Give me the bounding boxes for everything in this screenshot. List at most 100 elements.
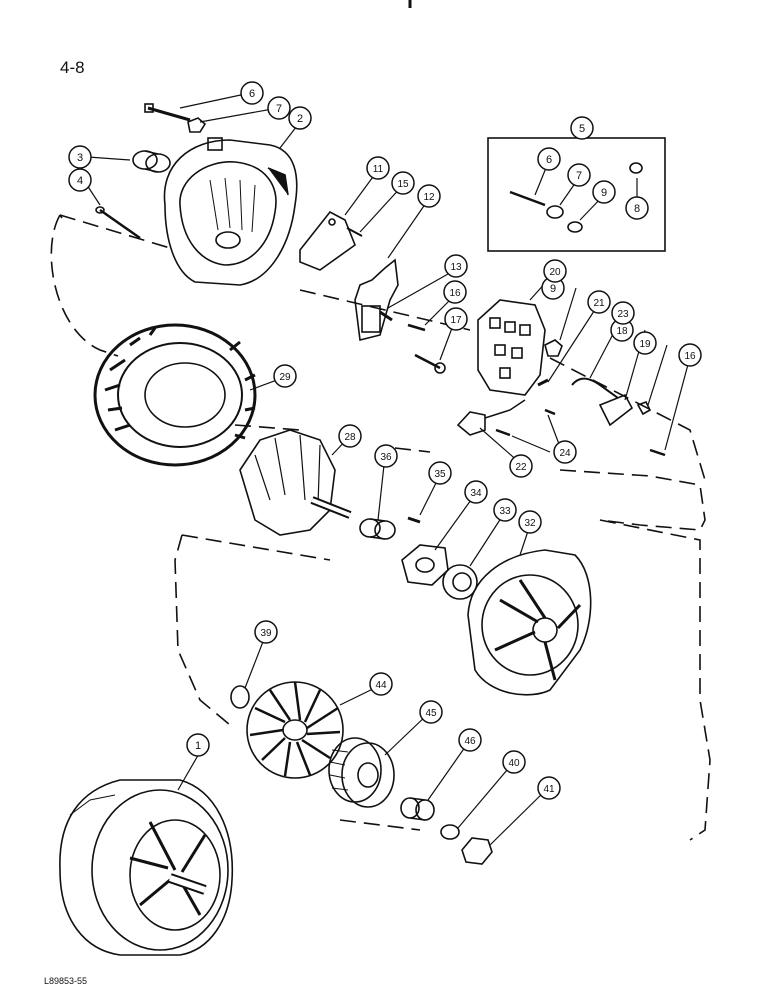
callout-label: 32 — [524, 518, 536, 529]
callout-label: 17 — [450, 315, 462, 326]
callout-label: 1 — [195, 740, 201, 752]
callout-circle — [240, 81, 264, 105]
alternator-assembly-part — [59, 779, 234, 956]
callout-label: 23 — [617, 309, 629, 320]
callout-label: 45 — [425, 708, 437, 719]
brush-holder-part — [354, 258, 399, 341]
fan-part — [246, 681, 344, 779]
callout-9: 9 — [592, 180, 616, 204]
callout-label: 39 — [260, 628, 272, 639]
callout-circle — [254, 620, 278, 644]
nut-7-top — [187, 117, 207, 133]
callout-circle — [288, 106, 312, 130]
callout-circle — [633, 331, 657, 355]
callout-label: 9 — [550, 283, 556, 295]
callout-44: 44 — [369, 672, 393, 696]
callout-label: 7 — [576, 170, 582, 182]
callout-circle — [391, 171, 415, 195]
callout-34: 34 — [464, 480, 488, 504]
callout-circle — [186, 733, 210, 757]
callout-label: 3 — [77, 152, 83, 164]
callout-circle — [592, 180, 616, 204]
page-number: 4-8 — [60, 58, 85, 77]
callout-label: 24 — [559, 448, 571, 459]
callout-label: 9 — [601, 187, 607, 199]
callout-label: 11 — [373, 164, 384, 175]
callout-circle — [537, 147, 561, 171]
callout-circle — [419, 700, 443, 724]
washer-39-part — [230, 685, 250, 709]
callout-label: 6 — [546, 154, 552, 166]
lock-washer-part — [440, 824, 460, 840]
callout-11: 11 — [366, 156, 390, 180]
drive-end-housing-part — [467, 549, 592, 696]
callout-45: 45 — [419, 700, 443, 724]
callout-28: 28 — [338, 424, 362, 448]
callout-circle — [374, 444, 398, 468]
callout-label: 46 — [464, 736, 476, 747]
callout-circle — [493, 498, 517, 522]
callout-label: 35 — [434, 469, 446, 480]
callout-label: 12 — [423, 192, 435, 203]
callout-circle — [678, 343, 702, 367]
callout-label: 4 — [77, 175, 83, 187]
callout-41: 41 — [537, 776, 561, 800]
callout-5: 5 — [570, 116, 594, 140]
callout-circle — [443, 280, 467, 304]
long-bolt-part — [95, 206, 141, 240]
callout-29: 29 — [273, 364, 297, 388]
callout-label: 44 — [375, 680, 387, 691]
rectifier-part — [477, 299, 546, 396]
callout-32: 32 — [518, 510, 542, 534]
callout-label: 21 — [593, 298, 605, 309]
callout-circle — [464, 480, 488, 504]
callout-21: 21 — [587, 290, 611, 314]
callout-label: 6 — [249, 88, 255, 100]
callout-circle — [444, 254, 468, 278]
callout-circle — [68, 145, 92, 169]
callout-24: 24 — [553, 440, 577, 464]
drive-bearing-part — [442, 564, 478, 600]
capacitor-plate-part — [299, 210, 356, 271]
callout-label: 16 — [449, 288, 461, 299]
callout-circle — [611, 301, 635, 325]
callout-circle — [458, 728, 482, 752]
callout-label: 20 — [549, 267, 561, 278]
pulley-part — [328, 737, 395, 808]
callout-label: 41 — [543, 784, 555, 795]
callout-7: 7 — [267, 96, 291, 120]
callout-circle — [68, 168, 92, 192]
stator-part — [93, 323, 257, 467]
bolt-6-top — [147, 106, 191, 122]
dashed-group-upper — [50, 214, 706, 531]
callout-label: 28 — [344, 432, 356, 443]
callout-circle — [543, 259, 567, 283]
callout-36: 36 — [374, 444, 398, 468]
callout-circle — [537, 776, 561, 800]
callout-label: 40 — [508, 758, 520, 769]
callout-circle — [417, 184, 441, 208]
callout-label: 29 — [279, 372, 291, 383]
callout-circle — [587, 290, 611, 314]
callout-label: 16 — [684, 351, 696, 362]
callout-circle — [444, 307, 468, 331]
callout-group: 1234566778991112131516161718192021222324… — [68, 81, 702, 800]
callout-circle — [273, 364, 297, 388]
callout-8: 8 — [625, 196, 649, 220]
callout-circle — [509, 454, 533, 478]
callout-circle — [338, 424, 362, 448]
callout-circle — [567, 163, 591, 187]
callout-22: 22 — [509, 454, 533, 478]
callout-2: 2 — [288, 106, 312, 130]
callout-6: 6 — [240, 81, 264, 105]
pulley-nut-part — [461, 837, 493, 865]
callout-label: 8 — [634, 203, 640, 215]
rotor-part — [239, 429, 352, 536]
callout-16: 16 — [678, 343, 702, 367]
callout-circle — [502, 750, 526, 774]
callout-17: 17 — [444, 307, 468, 331]
callout-7: 7 — [567, 163, 591, 187]
callout-46: 46 — [458, 728, 482, 752]
